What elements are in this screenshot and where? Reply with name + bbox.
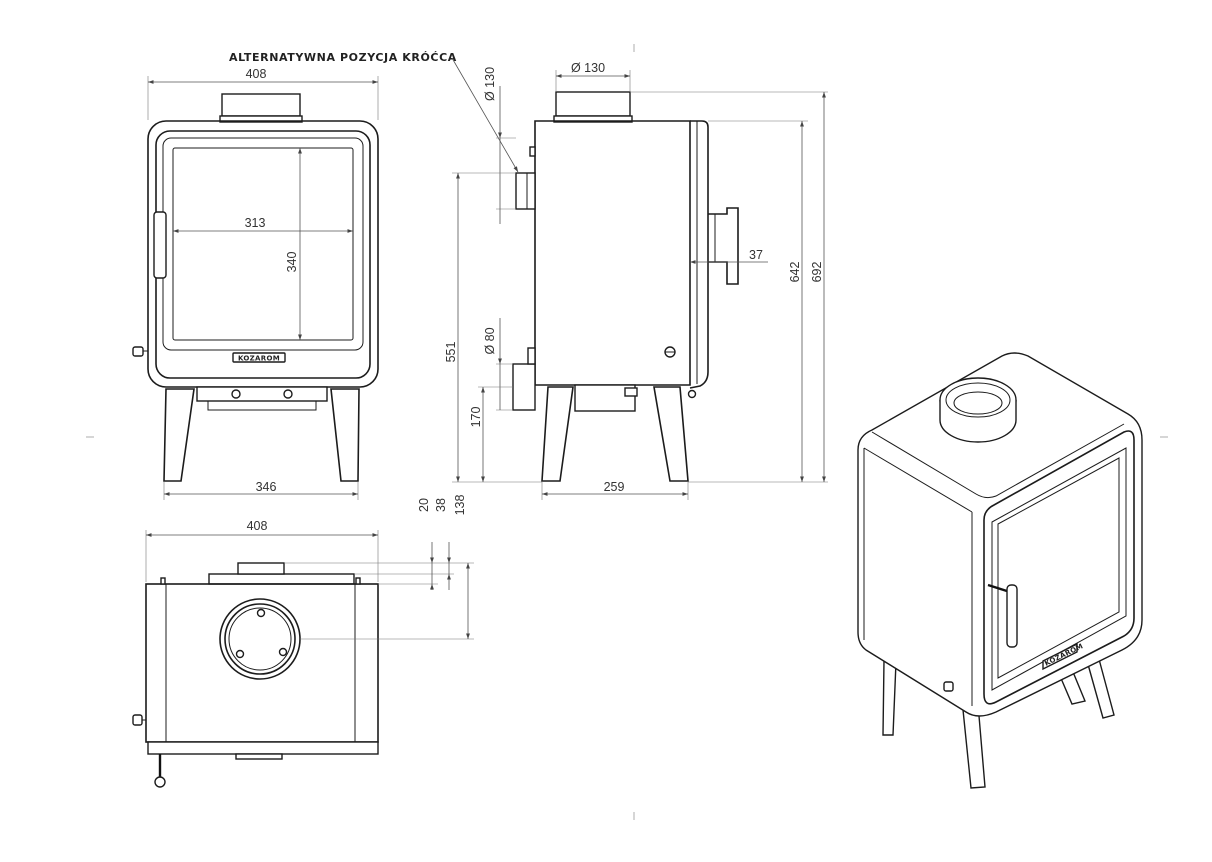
dim-air-inlet-height: 170 bbox=[469, 407, 483, 428]
dim-air-inlet-diameter: Ø 80 bbox=[483, 327, 497, 354]
top-flue-bolt-3 bbox=[278, 647, 288, 657]
front-body bbox=[147, 120, 379, 388]
dim-total-height: 692 bbox=[810, 262, 824, 283]
top-view bbox=[132, 562, 379, 788]
side-body bbox=[534, 120, 691, 386]
top-air-knob bbox=[132, 714, 143, 726]
dim-body-height: 642 bbox=[788, 262, 802, 283]
dim-top-width: 408 bbox=[247, 519, 268, 533]
side-view-dimensions: ALTERNATYWNA POZYCJA KRÓĆCA Ø 130 Ø 130 … bbox=[229, 51, 828, 500]
dim-offset-138: 138 bbox=[453, 495, 467, 516]
dim-offset-20: 20 bbox=[417, 498, 431, 512]
dim-glass-height: 340 bbox=[285, 252, 299, 273]
iso-air-knob bbox=[943, 681, 954, 692]
dim-alt-flue-diameter: Ø 130 bbox=[483, 67, 497, 101]
side-alt-flue-stub bbox=[515, 172, 536, 210]
dim-handle-offset: 37 bbox=[749, 248, 763, 262]
top-flue-bolt-1 bbox=[256, 608, 266, 618]
front-leg-left bbox=[163, 388, 195, 482]
side-door-handle bbox=[708, 207, 739, 285]
front-ash-screw-left bbox=[231, 389, 241, 399]
dim-leg-span: 259 bbox=[604, 480, 625, 494]
front-door-frame bbox=[155, 130, 371, 379]
side-flue-collar bbox=[555, 91, 631, 117]
dim-top-flue-diameter: Ø 130 bbox=[571, 61, 605, 75]
side-door-profile bbox=[689, 120, 709, 389]
dim-flue-center-height: 551 bbox=[444, 342, 458, 363]
dim-legs-span: 346 bbox=[256, 480, 277, 494]
front-glass bbox=[172, 147, 354, 341]
top-handle-plate bbox=[208, 573, 355, 585]
iso-door-handle bbox=[1006, 584, 1018, 648]
side-air-inlet-stub bbox=[512, 363, 536, 411]
top-view-dimensions: 408 20 38 138 bbox=[145, 495, 474, 640]
front-brand-text: KOZAROM bbox=[238, 355, 280, 363]
dim-glass-width: 313 bbox=[245, 216, 266, 230]
iso-door-inner bbox=[991, 447, 1127, 691]
front-view-dimensions: 408 313 340 346 bbox=[147, 67, 379, 500]
iso-glass bbox=[997, 457, 1120, 679]
top-flue-inner bbox=[224, 603, 296, 675]
front-brand-plate bbox=[232, 352, 286, 363]
front-flue-base bbox=[219, 115, 303, 123]
top-front-strip bbox=[147, 741, 379, 755]
alt-flue-annotation: ALTERNATYWNA POZYCJA KRÓĆCA bbox=[229, 51, 457, 64]
front-view: KOZAROM bbox=[132, 93, 379, 482]
side-leg-front bbox=[653, 386, 689, 482]
front-leg-right bbox=[330, 388, 360, 482]
front-ash-pan bbox=[196, 386, 328, 402]
top-handle-knob bbox=[154, 776, 166, 788]
iso-body bbox=[857, 352, 1143, 717]
front-door-inner bbox=[162, 137, 364, 351]
iso-door-frame bbox=[983, 430, 1135, 705]
page-center-marks bbox=[86, 44, 1168, 820]
front-door-handle bbox=[153, 211, 167, 279]
front-air-knob bbox=[132, 346, 144, 357]
dim-front-width: 408 bbox=[246, 67, 267, 81]
dim-offset-38: 38 bbox=[434, 498, 448, 512]
top-rear-stub bbox=[237, 562, 285, 575]
side-view bbox=[512, 91, 739, 482]
iso-flue-collar bbox=[939, 400, 1017, 443]
side-leg-back bbox=[541, 386, 574, 482]
iso-view: KOZAROM bbox=[857, 352, 1143, 789]
iso-brand-plate bbox=[1042, 642, 1078, 671]
top-flue-bolt-2 bbox=[235, 649, 245, 659]
front-flue-collar bbox=[221, 93, 301, 117]
front-ash-screw-right bbox=[283, 389, 293, 399]
iso-leg-back-left bbox=[882, 659, 897, 736]
